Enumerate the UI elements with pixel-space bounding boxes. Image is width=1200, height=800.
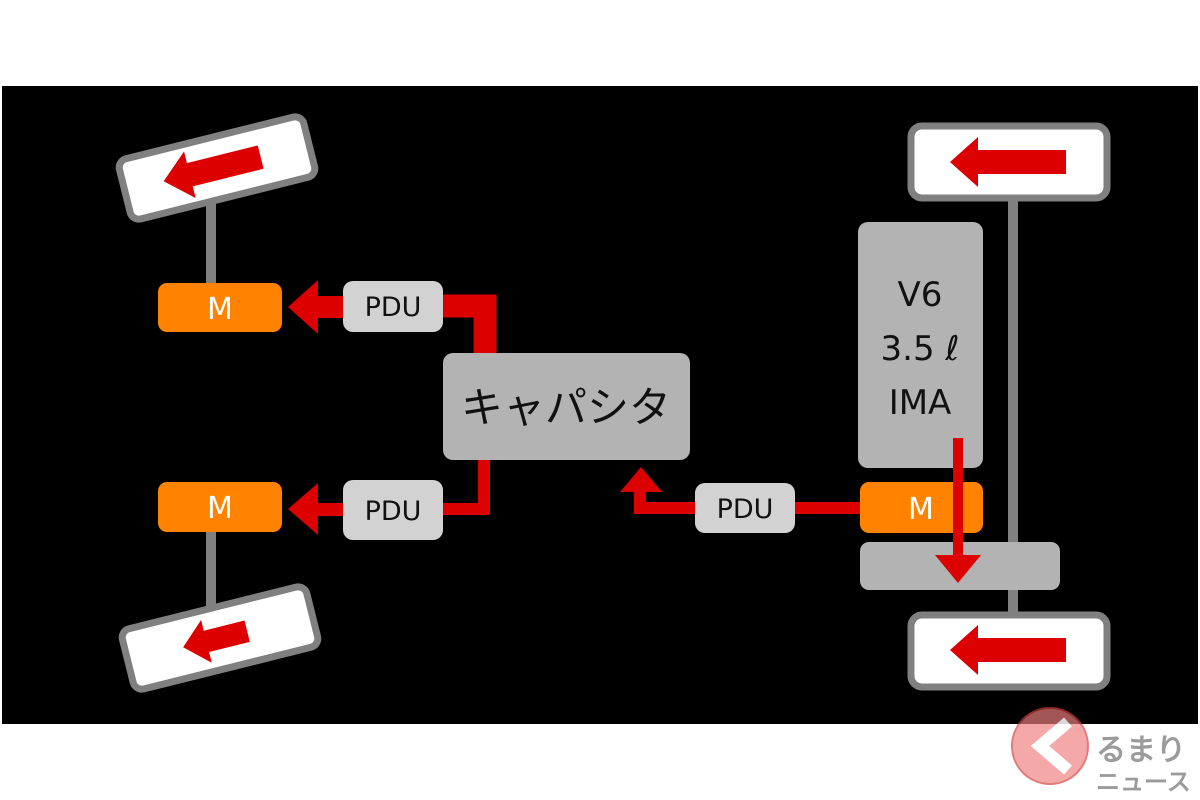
pdu-upper-left: PDU <box>343 281 443 332</box>
wheel-left-bottom <box>118 583 322 693</box>
watermark-text-line1: るまり <box>1096 733 1186 768</box>
direction-arrow-icon <box>950 137 1066 187</box>
flow-arrowhead-right <box>620 467 662 492</box>
engine-line-1: V6 <box>898 275 943 315</box>
axle-right <box>1008 195 1018 620</box>
flow-arrowhead-lower <box>288 483 318 535</box>
flow-line-pdu-to-capacitor <box>634 490 698 514</box>
flow-line-upper <box>440 294 497 353</box>
watermark-logo: るまり ニュース <box>1011 707 1191 796</box>
pdu-lower-left: PDU <box>343 480 443 540</box>
flow-line-engine-down <box>953 438 963 558</box>
motor-label: M <box>908 492 934 527</box>
watermark-text-line2: ニュース <box>1096 768 1191 796</box>
flow-line-lower <box>440 460 490 515</box>
logo-circle-icon <box>1011 707 1089 785</box>
pdu-label: PDU <box>717 494 774 525</box>
pdu-right: PDU <box>695 483 795 533</box>
pdu-label: PDU <box>365 292 422 323</box>
direction-arrow-icon <box>163 145 264 199</box>
axle-left-top <box>206 190 216 285</box>
direction-arrow-icon <box>950 625 1066 675</box>
motor-engine: M <box>860 482 983 533</box>
logo-chevron-icon <box>1030 717 1072 775</box>
capacitor-box: キャパシタ <box>443 353 690 460</box>
motor-rear-left: M <box>158 482 282 532</box>
direction-arrow-icon <box>183 620 250 663</box>
flow-arrowhead-upper <box>288 280 318 334</box>
engine-line-3: IMA <box>889 383 952 423</box>
engine-box: V6 3.5 ℓ IMA <box>858 222 983 468</box>
wheel-right-bottom <box>907 611 1111 691</box>
wheel-left-top <box>115 113 319 223</box>
axle-left-bottom <box>206 530 216 610</box>
motor-label: M <box>207 491 233 526</box>
wheel-right-top <box>907 122 1111 202</box>
capacitor-label: キャパシタ <box>461 383 671 432</box>
flow-arrowhead-engine <box>935 555 981 583</box>
motor-front-left: M <box>158 283 282 332</box>
engine-line-2: 3.5 ℓ <box>881 329 960 369</box>
pdu-label: PDU <box>365 496 422 527</box>
motor-label: M <box>207 292 233 327</box>
flow-line-motor-to-pdu <box>793 502 863 514</box>
